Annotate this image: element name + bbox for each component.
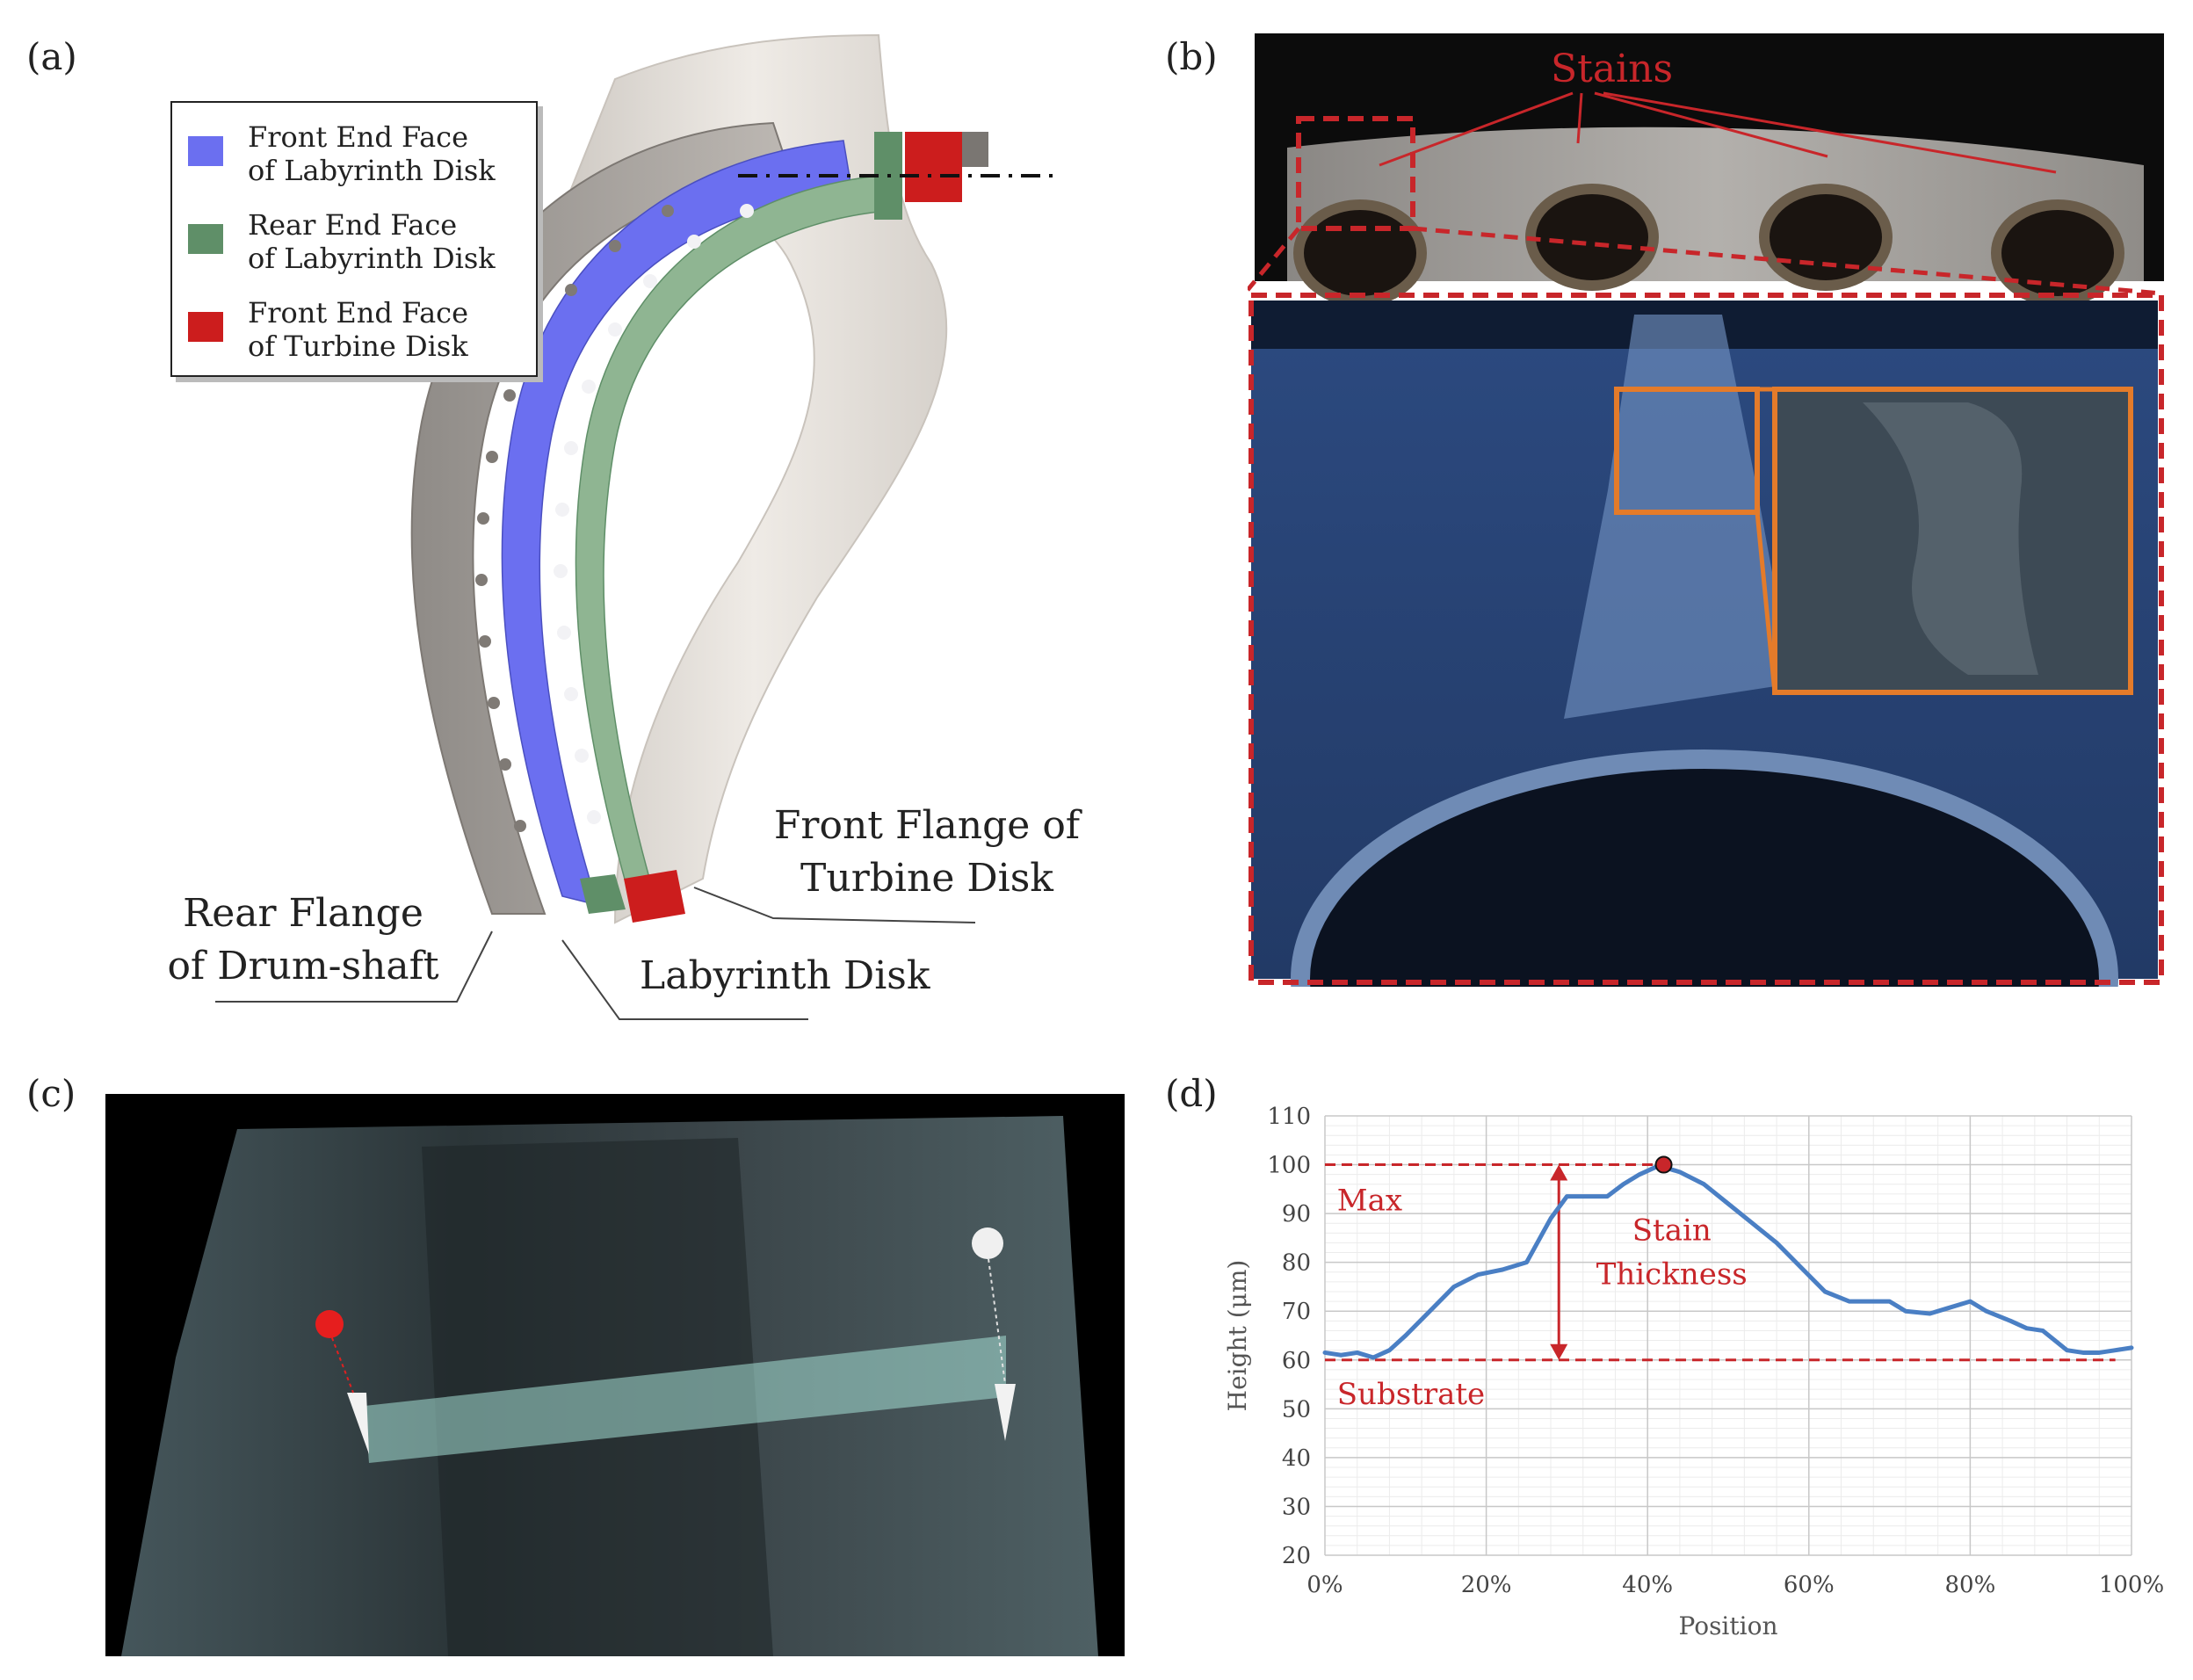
legend-text: of Turbine Disk: [248, 329, 468, 363]
panel-c-surface-scan: [105, 1094, 1125, 1656]
legend-item-front-turbine: Front End Face of Turbine Disk: [248, 296, 468, 363]
top-photo-disk-surface: [1287, 127, 2144, 281]
chart-grid: [1324, 1115, 2132, 1556]
legend-text: Front End Face: [248, 296, 468, 329]
end-point-dot: [972, 1227, 1003, 1259]
stains-label: Stains: [1551, 47, 1673, 91]
x-tick-label: 40%: [1622, 1572, 1673, 1598]
y-tick-label: 50: [1282, 1396, 1311, 1423]
max-label: Max: [1337, 1184, 1402, 1219]
callout-labyrinth: Labyrinth Disk: [640, 953, 930, 998]
legend-swatch-blue: [188, 136, 223, 166]
top-zoom-box: [1296, 116, 1415, 231]
bottom-red-flange: [624, 870, 685, 923]
panel-label-c: (c): [26, 1072, 76, 1115]
panel-b-photos: Stains: [1248, 33, 2164, 987]
labyrinth-leader: [561, 939, 808, 1020]
callout-text: of Drum-shaft: [167, 944, 439, 988]
legend-swatch-red: [188, 312, 223, 342]
start-point-dot: [315, 1310, 344, 1338]
legend-text: of Labyrinth Disk: [248, 154, 496, 187]
legend-swatch-green: [188, 224, 223, 254]
peak-point: [1654, 1155, 1673, 1174]
surface-scan-profile-band: [365, 1336, 1006, 1463]
x-tick-label: 60%: [1784, 1572, 1835, 1598]
y-tick-label: 30: [1282, 1494, 1311, 1520]
thickness-arrow-head-top: [1550, 1164, 1568, 1181]
height-profile-line: [1322, 1164, 2134, 1360]
callout-front-flange: Front Flange of Turbine Disk: [769, 800, 1085, 905]
callout-text: Rear Flange: [183, 891, 423, 936]
orange-connector-bottom: [1755, 511, 1777, 693]
y-tick-label: 90: [1282, 1201, 1311, 1227]
zoom-connector-right: [1412, 226, 2162, 296]
end-marker: [995, 1384, 1016, 1441]
zoom-connector-left: [1248, 227, 1300, 292]
legend-text: Rear End Face: [248, 208, 458, 242]
y-tick-label: 110: [1267, 1104, 1311, 1130]
substrate-label: Substrate: [1337, 1377, 1485, 1412]
x-axis-label: Position: [1679, 1611, 1778, 1640]
y-axis-label: Height (μm): [1223, 1260, 1252, 1412]
chart-series: [1322, 1155, 2134, 1360]
x-tick-label: 80%: [1945, 1572, 1996, 1598]
top-red-block: [905, 132, 962, 202]
y-tick-label: 70: [1282, 1299, 1311, 1325]
y-tick-label: 40: [1282, 1445, 1311, 1472]
y-tick-label: 80: [1282, 1250, 1311, 1277]
x-tick-label: 100%: [2099, 1572, 2164, 1598]
callout-text: Front Flange of: [773, 803, 1081, 848]
chart-axes: 20 30 40 50 60 70 80 90 100 110 0% 20% 40% 60% 80% 100%…: [1223, 1104, 2164, 1640]
panel-a-legend: Front End Face of Labyrinth Disk Rear En…: [170, 101, 538, 377]
legend-item-rear-labyrinth: Rear End Face of Labyrinth Disk: [248, 208, 496, 275]
orange-inset-texture: [1863, 402, 2038, 675]
bottom-green-flange: [580, 874, 626, 914]
zoomed-photo-stain: [1564, 315, 1792, 719]
zoomed-photo-hole: [1291, 749, 2118, 987]
thickness-arrow-head-bottom: [1550, 1343, 1568, 1360]
x-tick-label: 20%: [1461, 1572, 1512, 1598]
panel-d-chart: 20 30 40 50 60 70 80 90 100 110 0% 20% 40% 60% 80% 100%…: [1223, 1104, 2164, 1640]
x-tick-label: 0%: [1306, 1572, 1343, 1598]
end-marker-stem: [987, 1251, 1006, 1385]
panel-label-b: (b): [1165, 35, 1218, 78]
legend-text: of Labyrinth Disk: [248, 242, 496, 275]
y-tick-label: 100: [1267, 1153, 1311, 1179]
thickness-label-line2: Thickness: [1596, 1257, 1748, 1293]
y-tick-label: 60: [1282, 1348, 1311, 1374]
callout-rear-flange: Rear Flange of Drum-shaft: [158, 887, 448, 993]
legend-text: Front End Face: [248, 120, 468, 154]
legend-item-front-labyrinth: Front End Face of Labyrinth Disk: [248, 120, 496, 187]
start-marker: [347, 1393, 369, 1454]
face-holes: [554, 204, 754, 824]
thickness-label-line1: Stain: [1632, 1213, 1712, 1249]
panel-label-d: (d): [1165, 1072, 1218, 1115]
y-tick-label: 20: [1282, 1543, 1311, 1569]
flange-holes: [475, 205, 674, 832]
front-flange-leader: [693, 887, 976, 923]
rear-flange-leader: [215, 931, 493, 1003]
callout-text: Turbine Disk: [800, 856, 1053, 901]
orange-select-box: [1614, 387, 1760, 515]
panel-label-a: (a): [26, 35, 77, 78]
zoomed-photo-dashed-frame: [1248, 293, 2164, 985]
top-grey-block: [962, 132, 988, 167]
